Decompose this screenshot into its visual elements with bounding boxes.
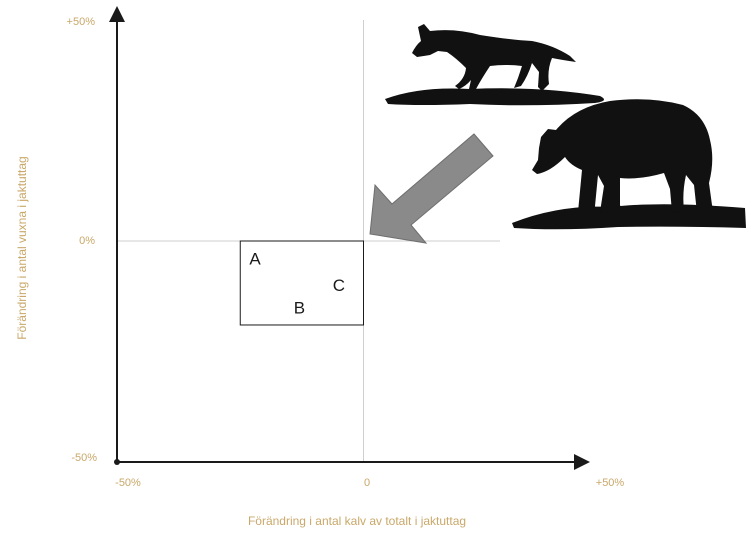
bear-icon <box>512 99 746 230</box>
arrow-icon <box>369 133 494 244</box>
point-label-a: A <box>249 250 261 269</box>
y-tick-label-mid: 0% <box>79 235 95 247</box>
y-tick-label-top: +50% <box>67 16 96 28</box>
wolf-icon <box>385 24 604 106</box>
x-tick-label-left: -50% <box>115 477 141 489</box>
point-label-b: B <box>294 298 305 317</box>
x-axis-title: Förändring i antal kalv av totalt i jakt… <box>248 514 466 528</box>
y-axis-title: Förändring i antal vuxna i jaktuttag <box>15 156 29 339</box>
x-tick-label-mid: 0 <box>364 477 370 489</box>
region-box <box>239 240 364 326</box>
origin-dot <box>114 459 120 465</box>
x-tick-label-right: +50% <box>596 477 625 489</box>
point-label-c: C <box>333 276 345 295</box>
y-tick-label-bottom: -50% <box>71 452 97 464</box>
